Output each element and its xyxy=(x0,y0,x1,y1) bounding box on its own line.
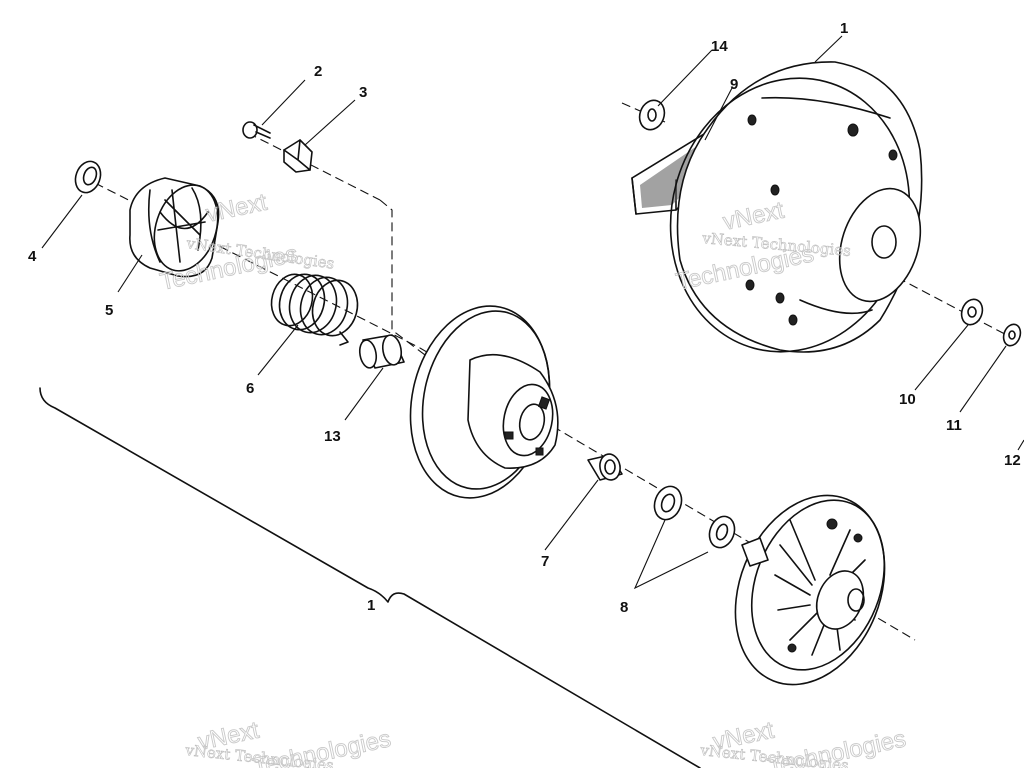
callout-9: 9 xyxy=(730,76,738,93)
callout-8: 8 xyxy=(620,599,628,616)
part-6-spring xyxy=(270,273,359,346)
part-11-washer xyxy=(1002,323,1022,347)
callout-assembly-1: 1 xyxy=(367,597,375,614)
assembly-bracket xyxy=(39,387,701,768)
part-7-bushing xyxy=(587,453,623,481)
part-13-bushing xyxy=(358,334,405,369)
callout-2: 2 xyxy=(314,63,322,80)
part-5-cam-housing xyxy=(129,177,220,278)
callout-14: 14 xyxy=(711,38,728,55)
part-1-driven-clutch xyxy=(669,61,923,353)
part-3-weight-block xyxy=(283,139,313,173)
watermark-text: Technologies xyxy=(766,725,909,768)
callout-labels: 1 14 9 2 3 4 5 6 13 7 8 10 11 12 1 xyxy=(28,20,1021,616)
callout-11: 11 xyxy=(946,417,962,434)
part-14-washer xyxy=(638,99,666,131)
callout-3: 3 xyxy=(359,84,367,101)
callout-4: 4 xyxy=(28,248,37,265)
callout-5: 5 xyxy=(105,302,113,319)
callout-13: 13 xyxy=(324,428,341,445)
callout-7: 7 xyxy=(541,553,549,570)
leader-lines xyxy=(41,35,1024,590)
part-10-washer xyxy=(960,298,984,326)
callout-12: 12 xyxy=(1004,452,1021,469)
part-8-washers xyxy=(653,485,736,549)
callout-6: 6 xyxy=(246,380,254,397)
callout-10: 10 xyxy=(899,391,916,408)
movable-sheave xyxy=(409,305,559,499)
fixed-sheave-finned xyxy=(734,494,886,686)
callout-1: 1 xyxy=(840,20,848,37)
watermark-text: vNext xyxy=(204,189,270,228)
part-2-bolt xyxy=(242,121,271,139)
watermark-text: Technologies xyxy=(251,725,394,768)
part-4-snap-ring xyxy=(74,160,102,194)
